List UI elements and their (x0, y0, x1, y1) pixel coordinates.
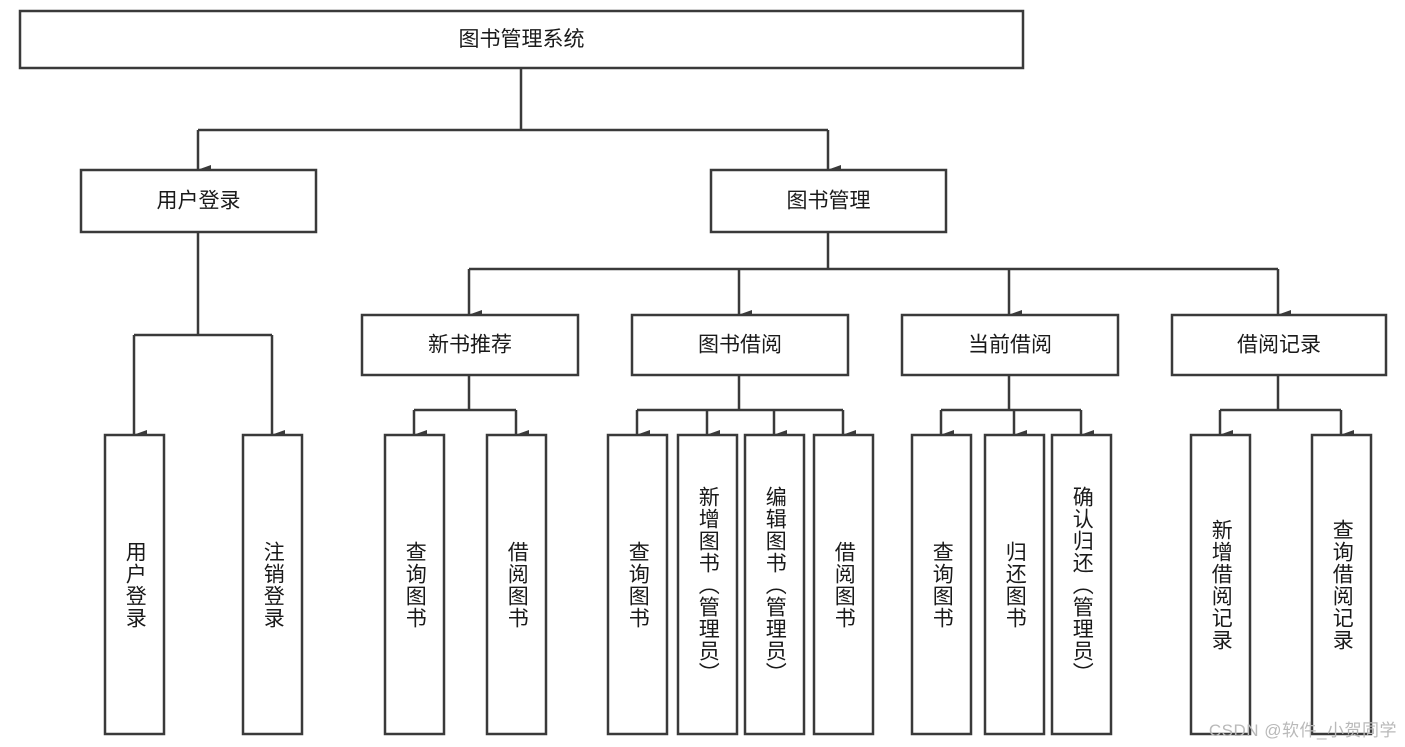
node-leaf-query-book-2-box[interactable] (606, 433, 669, 736)
node-leaf-borrow-book-2-box[interactable] (812, 433, 875, 736)
node-book-manage-label: 图书管理 (787, 190, 871, 213)
node-leaf-logout-box[interactable] (241, 433, 304, 736)
node-root-label: 图书管理系统 (459, 28, 585, 51)
node-box-layer (18, 9, 1388, 736)
csdn-watermark: CSDN @软件_小贺同学 (1208, 721, 1397, 740)
node-borrow-record-box[interactable] (1170, 313, 1388, 377)
node-book-manage-box[interactable] (709, 168, 948, 234)
node-leaf-confirm-return-box[interactable] (1050, 433, 1113, 736)
node-new-book-recommend-box[interactable] (360, 313, 580, 377)
node-current-borrow-label: 当前借阅 (968, 334, 1052, 357)
node-leaf-add-book-box[interactable] (676, 433, 739, 736)
node-leaf-query-book-3-box[interactable] (910, 433, 973, 736)
node-leaf-query-book-1-box[interactable] (383, 433, 446, 736)
node-leaf-query-record-box[interactable] (1310, 433, 1373, 736)
node-book-borrow-label: 图书借阅 (698, 334, 782, 357)
node-leaf-user-login-box[interactable] (103, 433, 166, 736)
connector-layer (132, 68, 1354, 440)
node-leaf-add-record-box[interactable] (1189, 433, 1252, 736)
node-borrow-record-label: 借阅记录 (1237, 334, 1321, 357)
node-leaf-borrow-book-1-box[interactable] (485, 433, 548, 736)
node-new-book-recommend-label: 新书推荐 (428, 334, 512, 357)
node-current-borrow-box[interactable] (900, 313, 1120, 377)
node-book-borrow-box[interactable] (630, 313, 850, 377)
node-leaf-return-book-box[interactable] (983, 433, 1046, 736)
node-leaf-edit-book-box[interactable] (743, 433, 806, 736)
node-root-box[interactable] (18, 9, 1025, 70)
node-user-login-label: 用户登录 (157, 190, 241, 213)
node-user-login-box[interactable] (79, 168, 318, 234)
